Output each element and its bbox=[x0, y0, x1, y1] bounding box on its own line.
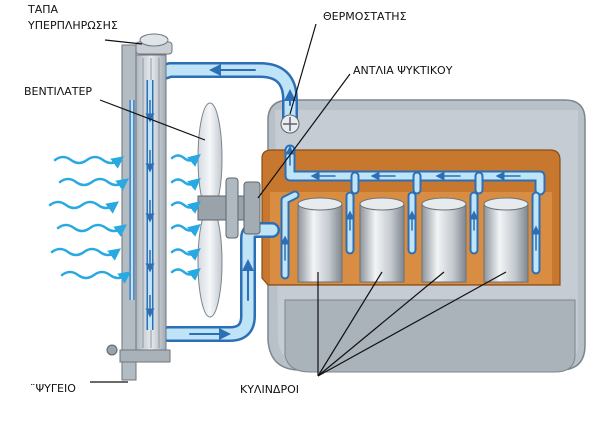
radiator bbox=[106, 44, 171, 381]
radiator-label: ¨ΨΥΓΕΙΟ bbox=[30, 382, 76, 395]
cylinder-1 bbox=[297, 197, 343, 283]
thermostat-label: ΘΕΡΜΟΣΤΑΤΗΣ bbox=[323, 10, 407, 23]
leader-lines bbox=[90, 23, 507, 383]
coolant-pump-label: ΑΝΤΛΙΑ ΨΥΚΤΙΚΟΥ bbox=[353, 64, 453, 77]
radiator-cap-label-line2: ΥΠΕΡΠΛΗΡΩΣΗΣ bbox=[27, 19, 118, 32]
upper-hose bbox=[150, 62, 298, 126]
engine-coolant-channels bbox=[280, 144, 546, 280]
radiator-flow-arrows bbox=[129, 80, 155, 330]
cylinders-label: ΚΥΛΙΝΔΡΟΙ bbox=[240, 383, 299, 396]
cylinder-4 bbox=[483, 197, 529, 283]
cylinder-3 bbox=[421, 197, 467, 283]
cylinders-group bbox=[297, 197, 529, 283]
air-flow bbox=[48, 154, 201, 284]
drain-valve bbox=[106, 344, 118, 356]
cylinder-2 bbox=[359, 197, 405, 283]
radiator-cap bbox=[135, 33, 173, 55]
thermostat bbox=[280, 114, 300, 134]
fan bbox=[197, 102, 261, 318]
fan-label: ΒΕΝΤΙΛΑΤΕΡ bbox=[24, 85, 92, 98]
radiator-cap-label-line1: ΤΑΠΑ bbox=[27, 3, 59, 16]
